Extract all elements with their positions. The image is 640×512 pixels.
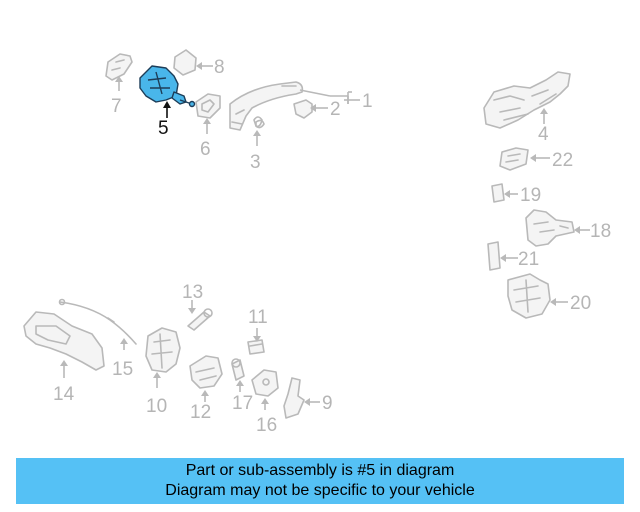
part-6-gasket [195, 93, 221, 134]
callout-11: 11 [248, 307, 268, 328]
callout-3: 3 [250, 152, 261, 173]
part-3-clip [253, 116, 263, 146]
part-13-screw [187, 300, 213, 331]
caption-line-1: Part or sub-assembly is #5 in diagram [185, 462, 455, 479]
part-11-bolt [247, 328, 265, 355]
callout-8: 8 [214, 57, 225, 78]
caption-line-2: Diagram may not be specific to your vehi… [165, 482, 475, 499]
callout-1: 1 [362, 91, 373, 112]
callout-22: 22 [552, 150, 573, 171]
part-10-latch [145, 327, 181, 388]
callout-7: 7 [111, 96, 122, 117]
callout-21: 21 [518, 249, 539, 270]
callout-14: 14 [53, 384, 75, 405]
callout-18: 18 [590, 221, 611, 242]
caption-banner: Part or sub-assembly is #5 in diagram Di… [16, 458, 624, 504]
callout-4: 4 [538, 124, 549, 145]
part-21-shim [487, 241, 518, 271]
part-7-handle-cap [105, 53, 133, 91]
part-18-hinge [525, 209, 590, 247]
part-1-outside-handle [229, 81, 360, 131]
part-16-striker [251, 369, 279, 410]
part-20-hinge [507, 273, 568, 319]
callout-9: 9 [322, 393, 333, 414]
callout-12: 12 [190, 402, 211, 423]
callout-16: 16 [256, 415, 277, 436]
callout-10: 10 [146, 396, 167, 417]
callout-19: 19 [520, 185, 541, 206]
part-12-bracket [189, 355, 223, 402]
part-15-cable [58, 298, 137, 350]
callout-5: 5 [158, 118, 169, 139]
part-5-lock-cylinder [139, 65, 196, 118]
part-4-handle-frame [483, 71, 571, 129]
callout-20: 20 [570, 293, 591, 314]
callout-17: 17 [232, 393, 253, 414]
callout-15: 15 [112, 359, 133, 380]
part-14-inside-handle [23, 311, 105, 378]
part-17-screw [231, 358, 245, 392]
callout-6: 6 [200, 139, 211, 160]
callout-13: 13 [182, 282, 203, 303]
part-9-bracket [283, 377, 320, 419]
parts-diagram: 7 8 5 6 1 [23, 49, 611, 436]
callout-2: 2 [330, 99, 341, 120]
part-19-pad [491, 183, 518, 203]
part-8-cover [173, 49, 213, 76]
part-2-bracket [293, 99, 328, 119]
part-22-bracket [499, 147, 550, 171]
